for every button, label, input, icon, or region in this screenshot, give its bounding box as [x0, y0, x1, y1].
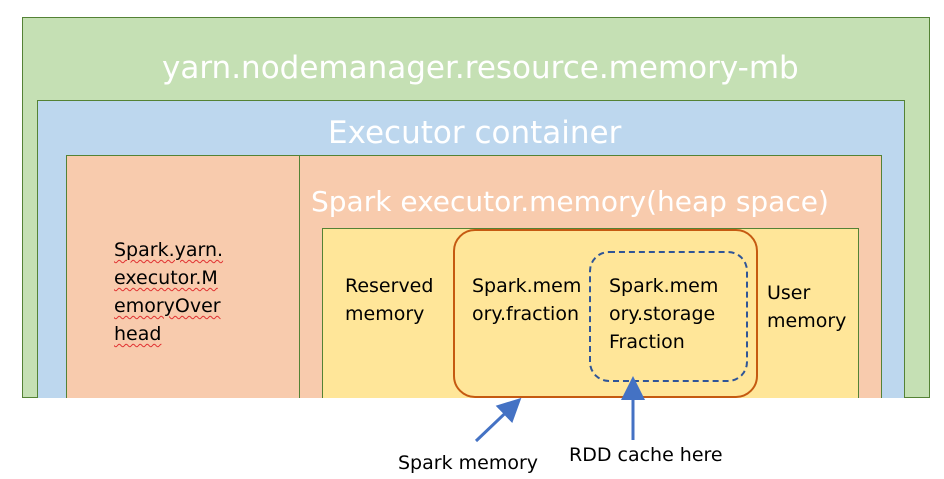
- executor-container-title: Executor container: [328, 115, 622, 151]
- spark-memory-callout: Spark memory: [398, 452, 539, 474]
- storage-fraction-label: Spark.mem ory.storage Fraction: [609, 275, 719, 353]
- reserved-memory-label: Reserved memory: [345, 275, 434, 325]
- heap-space-title: Spark executor.memory(heap space): [311, 185, 829, 218]
- memory-overhead-label: Spark.yarn. executor.M emoryOver head: [114, 239, 224, 345]
- rdd-cache-callout: RDD cache here: [569, 444, 723, 466]
- spark-memory-fraction-box: [453, 229, 758, 398]
- spark-memory-arrow: [474, 397, 522, 443]
- yarn-memory-title: yarn.nodemanager.resource.memory-mb: [162, 50, 799, 86]
- memory-overhead-box: [66, 155, 300, 398]
- spark-memory-fraction-label: Spark.mem ory.fraction: [472, 275, 582, 325]
- storage-fraction-box: [589, 251, 748, 382]
- user-memory-label: User memory: [767, 282, 847, 332]
